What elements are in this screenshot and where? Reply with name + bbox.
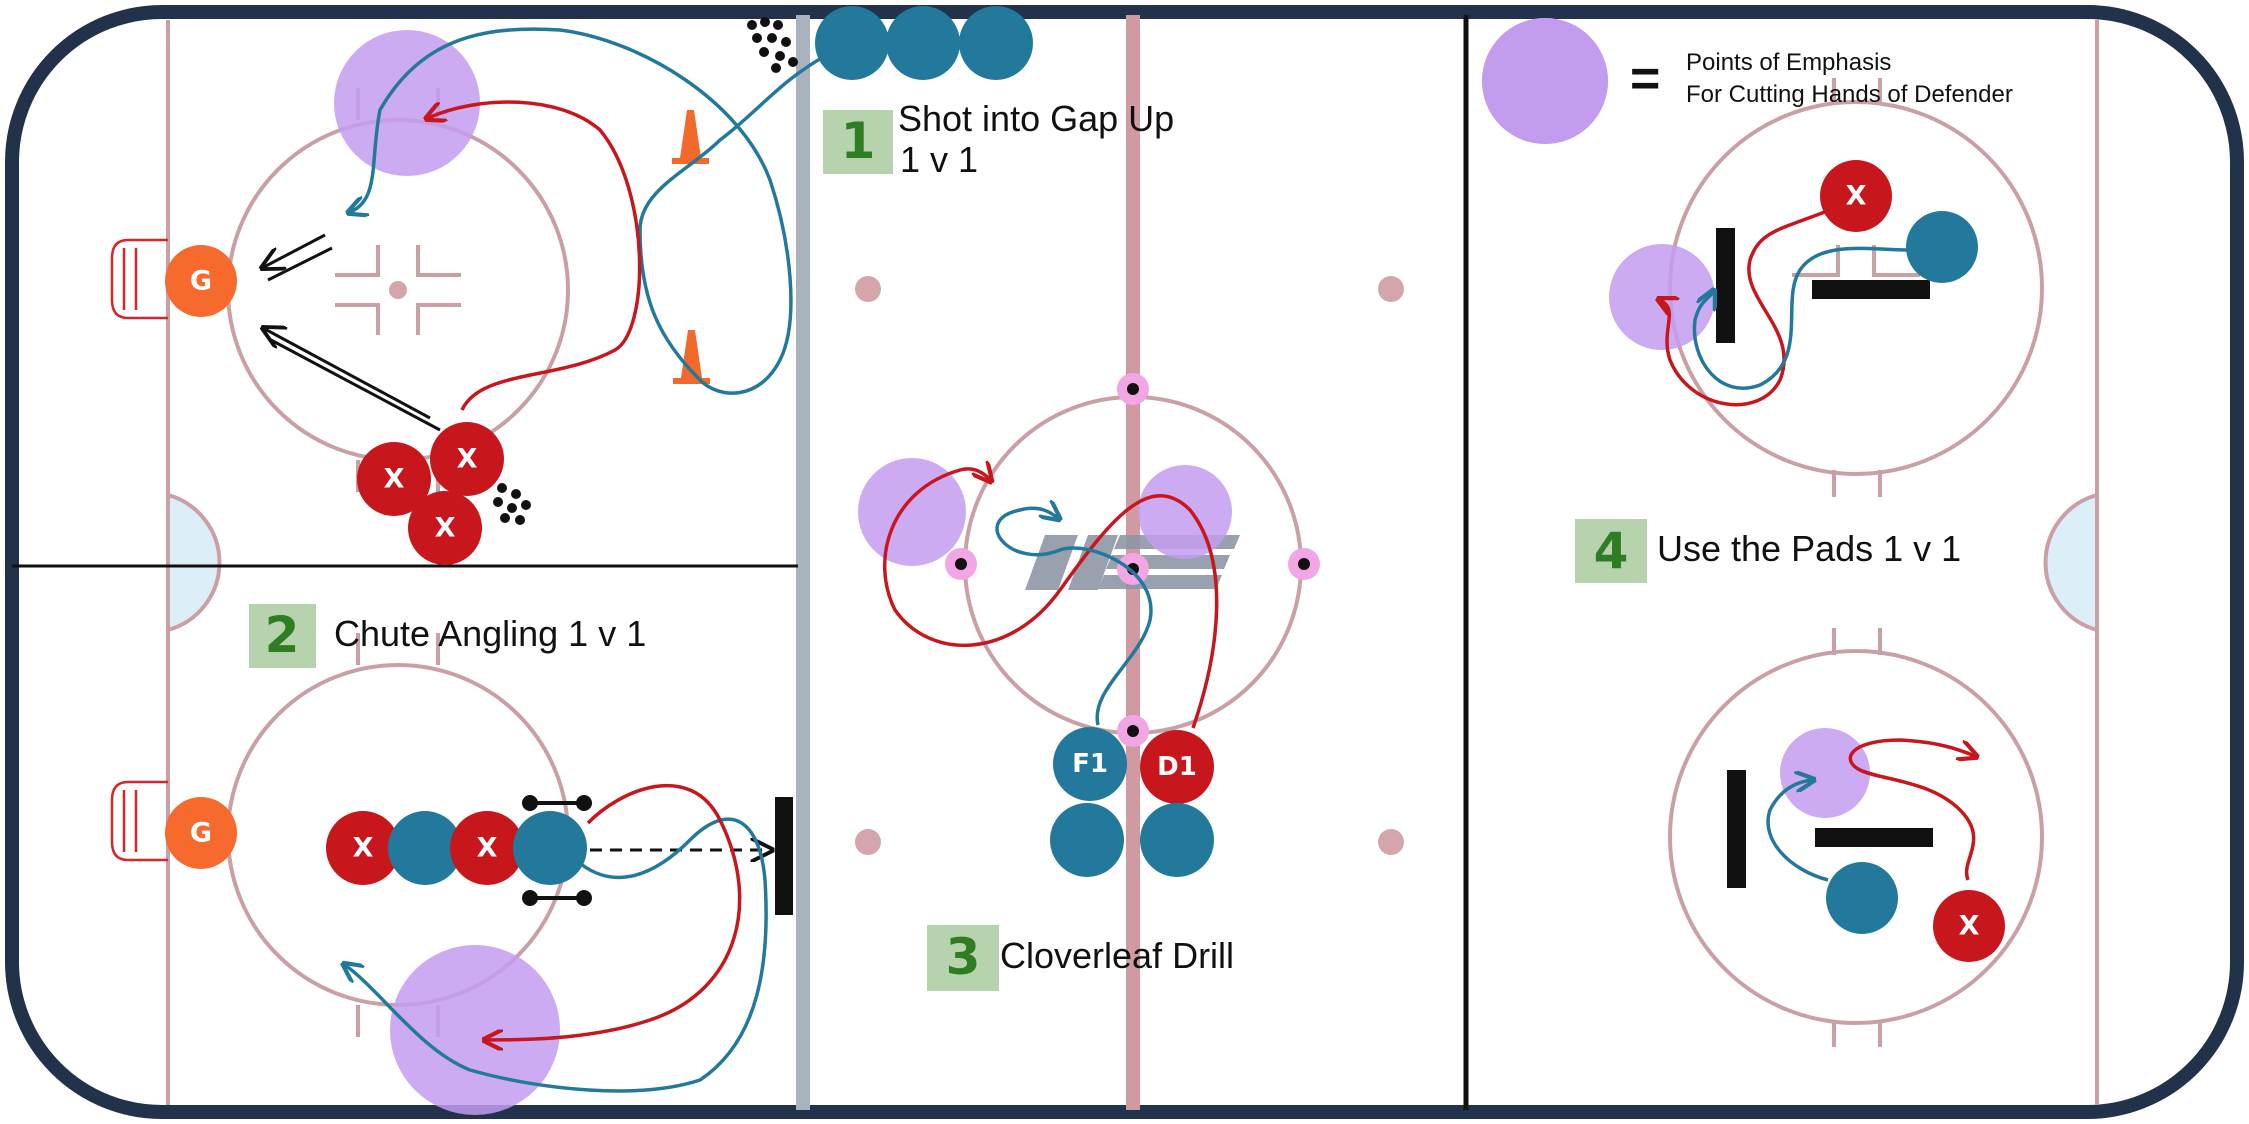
- cone-icon: [672, 110, 709, 164]
- drill4-badge: [1575, 519, 1647, 583]
- drill2-label: 2 Chute Angling 1 v 1: [249, 604, 646, 668]
- drill4-bar-horizontal: [1812, 280, 1930, 299]
- drill1-subtitle: 1 v 1: [900, 139, 978, 180]
- svg-text:2: 2: [265, 606, 300, 664]
- svg-text:3: 3: [946, 928, 981, 986]
- drill2-chute-bars: [522, 795, 592, 906]
- drill4-players: X: [1820, 160, 1978, 283]
- drill2-board-bar: [775, 797, 793, 915]
- drill4-bar-vertical: [1716, 228, 1735, 343]
- drill1-forward-queue: [815, 6, 1033, 80]
- drill1-label: 1 Shot into Gap Up 1 v 1: [823, 98, 1174, 180]
- emphasis-circle-icon: [1609, 244, 1715, 350]
- emphasis-circle-icon: [1780, 728, 1870, 818]
- faceoff-dot: [1378, 276, 1404, 302]
- drill3-label: 3 Cloverleaf Drill: [927, 925, 1234, 991]
- drill3-badge: [927, 925, 999, 991]
- svg-text:G: G: [190, 266, 212, 297]
- faceoff-dot: [389, 281, 407, 299]
- drill3-skate-path: [995, 508, 1153, 726]
- svg-text:X: X: [353, 833, 374, 864]
- svg-text:4: 4: [1594, 522, 1629, 580]
- drill3-title: Cloverleaf Drill: [1000, 935, 1234, 976]
- drill1-badge: [823, 110, 893, 174]
- drill3-player-group: F1 D1: [1050, 727, 1214, 877]
- drill1-defender-path: [428, 100, 642, 411]
- svg-text:D1: D1: [1157, 752, 1197, 782]
- drill4-skate-path: [1692, 246, 1911, 390]
- goalie-icon: G: [165, 245, 237, 317]
- svg-text:X: X: [384, 464, 405, 495]
- drill4b-skate-path: [1766, 780, 1829, 882]
- svg-text:X: X: [477, 833, 498, 864]
- drill2-badge: [249, 604, 316, 668]
- drill2-title: Chute Angling 1 v 1: [334, 613, 646, 654]
- faceoff-dot: [1378, 829, 1404, 855]
- drill2-defender-path: [486, 783, 742, 1040]
- goal-net-icon: [110, 238, 168, 320]
- drill1-skate-path: [350, 27, 833, 395]
- drill4-title: Use the Pads 1 v 1: [1657, 528, 1961, 569]
- svg-text:X: X: [1959, 911, 1980, 942]
- emphasis-circle-icon: [334, 30, 480, 176]
- svg-text:X: X: [457, 444, 478, 475]
- drill4b-players: X: [1826, 862, 2005, 962]
- drill3-defender-path: [882, 469, 1219, 729]
- drill4b-defender-path: [1848, 738, 1975, 881]
- legend-equals: =: [1630, 50, 1660, 108]
- goal-crease-right: [2043, 492, 2099, 633]
- drill4b-bar-horizontal: [1815, 828, 1933, 847]
- drill4-label: 4 Use the Pads 1 v 1: [1575, 519, 1961, 583]
- faceoff-dot: [855, 829, 881, 855]
- svg-text:G: G: [190, 818, 212, 849]
- emphasis-circle-icon: [390, 945, 560, 1115]
- drill1-shot-arrows: [262, 233, 441, 432]
- svg-text:F1: F1: [1072, 749, 1108, 779]
- goal-net-icon: [110, 780, 168, 862]
- drill4b-bar-vertical: [1727, 770, 1746, 888]
- emphasis-circle-icon: [1138, 465, 1232, 559]
- drill1-defender-group: X X X: [357, 422, 504, 565]
- emphasis-circle-icon: [1482, 18, 1608, 144]
- drill2-player-line: X X: [326, 811, 587, 885]
- svg-text:1: 1: [841, 112, 876, 170]
- legend: = Points of Emphasis For Cutting Hands o…: [1482, 18, 2013, 144]
- puck-pile-icon: [747, 17, 798, 73]
- goalie-icon: G: [165, 797, 237, 869]
- svg-text:X: X: [1846, 181, 1867, 212]
- faceoff-dot: [855, 276, 881, 302]
- drill1-title: Shot into Gap Up: [898, 98, 1174, 139]
- faceoff-circle-right-bottom: [1668, 628, 2044, 1047]
- svg-text:X: X: [435, 513, 456, 544]
- center-circle: [945, 373, 1320, 747]
- drill4-defender-path: [1660, 206, 1836, 407]
- legend-line-2: For Cutting Hands of Defender: [1686, 81, 2013, 108]
- emphasis-circle-icon: [858, 458, 966, 566]
- drill2-skate-path: [345, 817, 768, 1093]
- legend-line-1: Points of Emphasis: [1686, 49, 1891, 76]
- puck-pile-icon: [493, 483, 531, 525]
